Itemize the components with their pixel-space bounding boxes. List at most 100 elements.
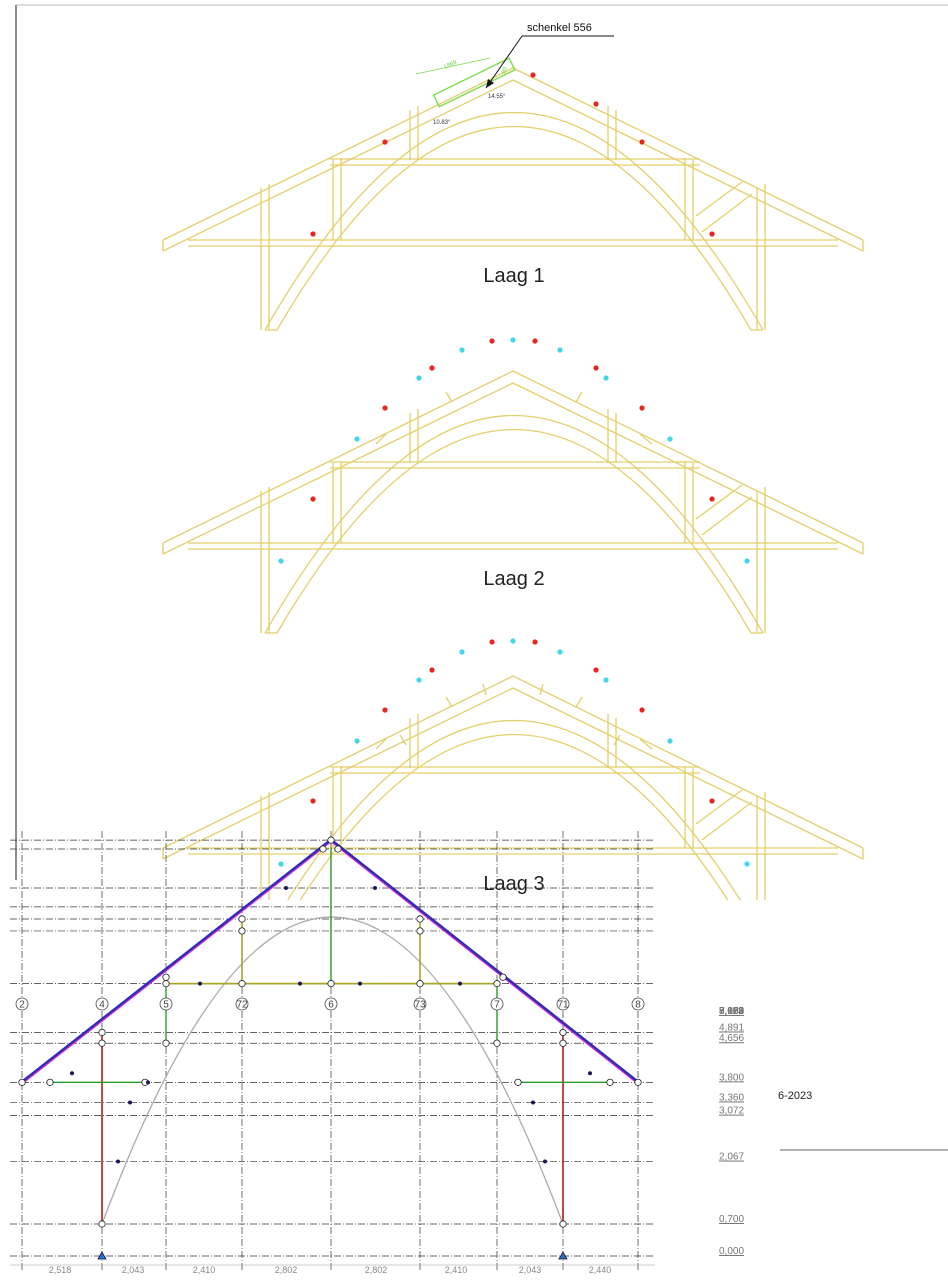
- red-connector-dot: [489, 338, 495, 344]
- cyan-connector-dot: [744, 861, 750, 867]
- king-posts: [409, 714, 617, 768]
- callout-member-outline: [432, 57, 516, 108]
- span-dimension: 2,802: [365, 1265, 388, 1275]
- rafter-pair: [162, 370, 864, 555]
- axis-bubble: [631, 997, 645, 1011]
- level-label: 4,891: [719, 1022, 744, 1033]
- rafter-pair: [162, 67, 864, 252]
- cyan-connector-dot: [459, 347, 465, 353]
- truss-layer-1: [162, 67, 864, 331]
- red-connector-dot: [382, 405, 388, 411]
- member-point: [146, 1080, 150, 1085]
- structural-node: [98, 1220, 106, 1228]
- red-connector-dot: [310, 798, 316, 804]
- span-dimension: 2,410: [193, 1265, 216, 1275]
- callout-length: 1869: [443, 59, 458, 71]
- member-point: [373, 886, 377, 891]
- red-connector-dot: [639, 707, 645, 713]
- axis-label: 6: [328, 1000, 334, 1011]
- span-dimension: 2,518: [49, 1265, 72, 1275]
- level-label: 4,656: [719, 1033, 744, 1044]
- structural-node: [499, 973, 507, 981]
- level-label: 5,960: [719, 1006, 744, 1017]
- member-point: [128, 1100, 132, 1105]
- structural-node: [493, 1039, 501, 1047]
- layer-3-label: Laag 3: [483, 873, 544, 895]
- structural-node: [416, 915, 424, 923]
- structural-node: [327, 836, 335, 844]
- level-label: 8,052: [719, 1006, 744, 1017]
- inner-posts: [332, 158, 694, 240]
- structural-node: [319, 845, 327, 853]
- axis-label: 7: [494, 1000, 500, 1011]
- lower-tie: [188, 542, 838, 550]
- structural-node: [416, 980, 424, 988]
- layer-1-label: Laag 1: [483, 265, 544, 287]
- date-label: 6-2023: [778, 1090, 812, 1102]
- cyan-connector-dot: [354, 738, 360, 744]
- collar-beam: [330, 461, 700, 469]
- truss-layer-3: [162, 638, 864, 900]
- red-connector-dot: [382, 139, 388, 145]
- axis-bubble: [490, 997, 504, 1011]
- cyan-connector-dot: [278, 558, 284, 564]
- red-connector-dot: [382, 707, 388, 713]
- left-rafter: [21, 838, 332, 1083]
- red-connector-dot: [429, 365, 435, 371]
- structural-node: [327, 980, 335, 988]
- pin-support-icon: [97, 1251, 107, 1260]
- member-point: [116, 1159, 120, 1164]
- right-rafter: [330, 838, 639, 1083]
- structural-node: [334, 845, 342, 853]
- structural-node: [634, 1078, 642, 1086]
- level-label: 9,100: [719, 1006, 744, 1017]
- pin-support-icon: [558, 1251, 568, 1260]
- level-label: 8,906: [719, 1006, 744, 1017]
- lower-tie: [188, 239, 838, 247]
- axis-bubble: [324, 997, 338, 1011]
- cyan-connector-dot: [557, 347, 563, 353]
- axis-bubble: [413, 997, 427, 1011]
- red-connector-dot: [530, 72, 536, 78]
- king-posts: [409, 409, 617, 463]
- member-point: [298, 981, 302, 986]
- member-point: [458, 981, 462, 986]
- axis-bubble: [556, 997, 570, 1011]
- knee-brace: [695, 181, 753, 233]
- callout-angle-right: 14.55°: [488, 94, 506, 100]
- structural-node: [559, 1028, 567, 1037]
- collar-beam: [330, 158, 700, 166]
- span-dimension: 2,043: [519, 1265, 542, 1275]
- member-point: [70, 1071, 74, 1076]
- knee-brace: [695, 484, 753, 536]
- member-point: [588, 1071, 592, 1076]
- callout-arrowhead: [486, 79, 494, 88]
- level-label: 7,374: [719, 1006, 744, 1017]
- span-dimension: 2,043: [122, 1265, 145, 1275]
- axis-label: 71: [557, 1000, 569, 1011]
- member-point: [198, 981, 202, 986]
- inner-posts: [332, 766, 694, 848]
- structural-node: [46, 1078, 54, 1086]
- red-connector-dot: [489, 639, 495, 645]
- cyan-connector-dot: [667, 738, 673, 744]
- arch-member: [101, 916, 564, 1225]
- arched-brace: [264, 415, 764, 634]
- red-connector-dot: [709, 231, 715, 237]
- structural-node: [162, 973, 170, 981]
- red-connector-dot: [593, 365, 599, 371]
- cyan-connector-dot: [416, 375, 422, 381]
- inner-posts: [332, 461, 694, 543]
- level-label: 0,700: [719, 1214, 744, 1225]
- member-point: [543, 1159, 547, 1164]
- cyan-connector-dot: [459, 649, 465, 655]
- structural-node: [238, 980, 246, 988]
- axis-label: 5: [163, 1000, 169, 1011]
- truss-layer-2: [162, 337, 864, 634]
- cyan-connector-dot: [510, 337, 516, 343]
- callout-dimension-line: [415, 57, 491, 75]
- callout-schenkel: 1869 80 14.55° 10.83° schenkel 556: [415, 22, 614, 126]
- red-connector-dot: [593, 101, 599, 107]
- arch-segment-joints: [375, 683, 653, 750]
